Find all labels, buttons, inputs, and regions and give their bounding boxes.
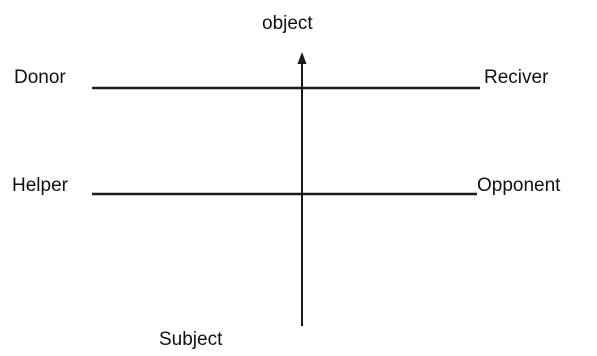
helper-label: Helper xyxy=(12,175,68,196)
arrow-up-icon xyxy=(297,52,307,64)
subject-label: Subject xyxy=(159,329,223,350)
receiver-label: Reciver xyxy=(484,67,549,88)
donor-label: Donor xyxy=(14,67,66,88)
opponent-label: Opponent xyxy=(477,175,561,196)
object-label: object xyxy=(262,13,313,34)
